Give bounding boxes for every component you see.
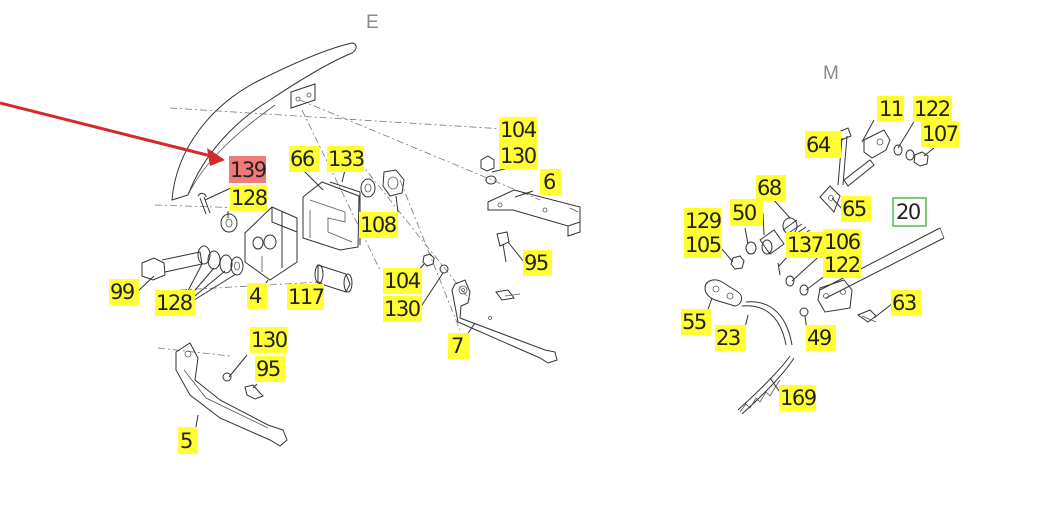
assembly-e-drawing [141,42,581,447]
label-128-top[interactable]: 128 [231,186,268,210]
label-95-lower[interactable]: 95 [256,357,281,381]
label-108[interactable]: 108 [360,213,397,237]
label-4[interactable]: 4 [249,284,264,308]
label-bg-139 [229,156,266,183]
label-122-top[interactable]: 122 [914,97,951,121]
label-122-bottom[interactable]: 122 [824,253,861,277]
section-label-m: M [823,63,839,84]
label-130-bottom[interactable]: 130 [384,297,421,321]
label-64[interactable]: 64 [806,133,832,157]
part-labels: 139 128 66 133 108 104 130 6 95 99 128 4… [109,96,959,454]
label-130-lower[interactable]: 130 [251,328,288,352]
assembly-m-drawing [704,127,945,415]
label-20[interactable]: 20 [896,200,921,224]
label-23[interactable]: 23 [716,326,741,350]
label-128-bottom[interactable]: 128 [156,291,193,315]
label-130-top[interactable]: 130 [500,144,537,168]
label-65[interactable]: 65 [842,197,867,221]
label-133[interactable]: 133 [328,147,365,171]
label-107[interactable]: 107 [922,122,959,146]
label-5[interactable]: 5 [180,429,194,453]
label-104-top[interactable]: 104 [500,118,538,142]
label-95-top[interactable]: 95 [524,251,549,275]
label-7[interactable]: 7 [451,334,465,358]
section-label-e: E [366,12,379,33]
label-169[interactable]: 169 [780,386,817,410]
label-49[interactable]: 49 [807,326,832,350]
label-99[interactable]: 99 [110,280,135,304]
label-117[interactable]: 117 [288,285,325,309]
label-50[interactable]: 50 [732,201,757,225]
label-63[interactable]: 63 [892,291,917,315]
label-104-bottom[interactable]: 104 [384,269,422,293]
label-68[interactable]: 68 [757,176,782,200]
label-66[interactable]: 66 [290,147,316,171]
label-129[interactable]: 129 [685,209,722,233]
label-139[interactable]: 139 [230,158,267,182]
label-11[interactable]: 11 [879,97,904,121]
label-105[interactable]: 105 [685,233,722,257]
label-55[interactable]: 55 [682,310,707,334]
label-137[interactable]: 137 [787,233,824,257]
label-6[interactable]: 6 [543,170,558,194]
label-106[interactable]: 106 [824,230,862,254]
red-arrow-icon [0,101,225,166]
